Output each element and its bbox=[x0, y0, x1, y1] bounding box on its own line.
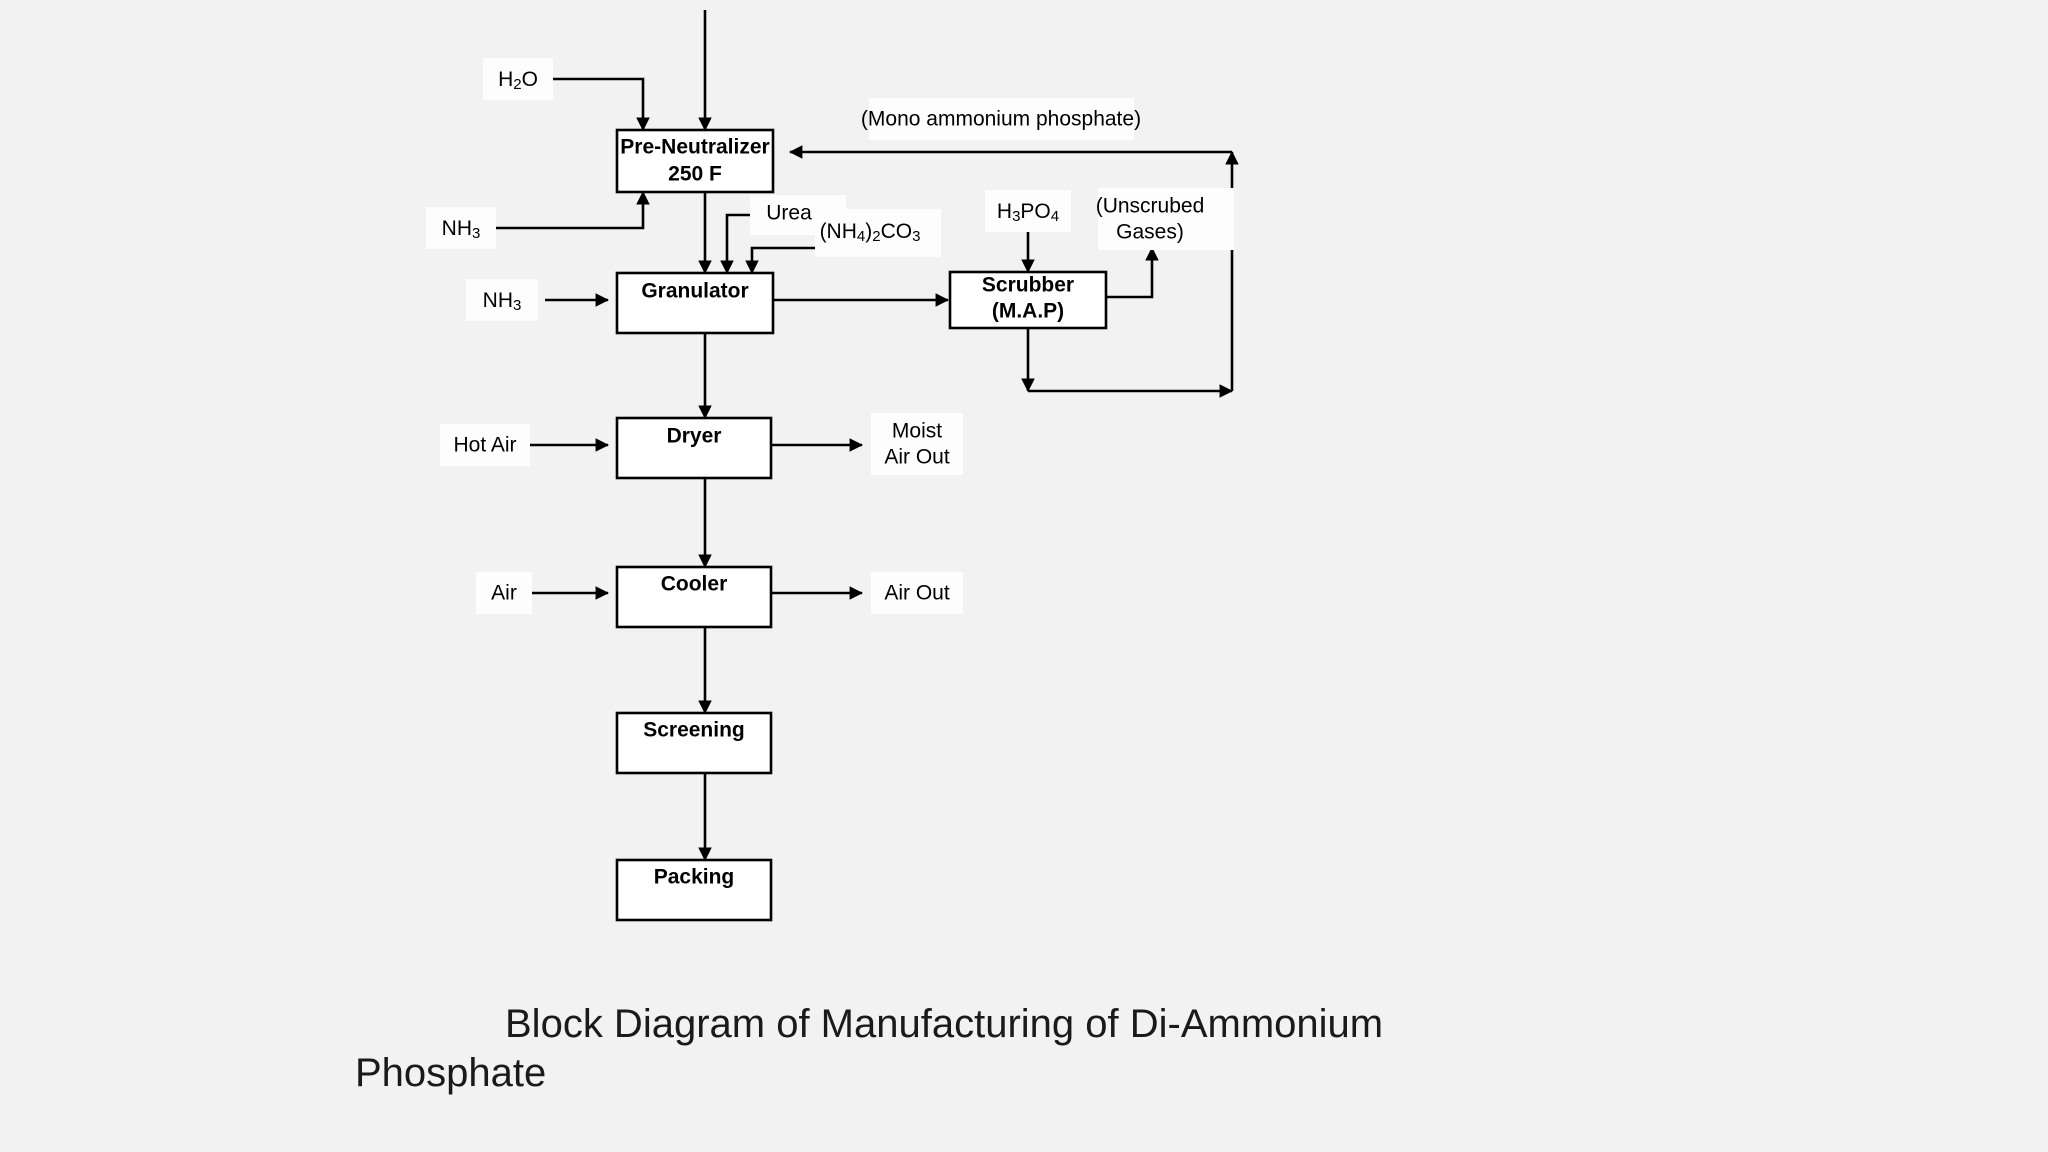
tag-plate-air bbox=[476, 572, 532, 614]
connector-ammonium-carbonate-to-granulator bbox=[745, 246, 820, 275]
process-box-screening[interactable] bbox=[615, 711, 773, 775]
label-air: Air bbox=[491, 582, 517, 605]
process-label-packing: Packing bbox=[654, 866, 735, 889]
label-nh3-preneutralizer: NH3 bbox=[442, 217, 481, 242]
process-label-scrubber-line2: (M.A.P) bbox=[992, 300, 1064, 323]
process-box-pre-neutralizer[interactable] bbox=[615, 128, 775, 194]
tag-plate-moist-air-out bbox=[871, 413, 963, 475]
connector-scrubber-to-unscrubed-gases bbox=[1107, 246, 1159, 299]
label-hot-air: Hot Air bbox=[453, 434, 516, 457]
tag-plate-mono-ammonium-phosphate bbox=[869, 98, 1134, 140]
process-label-cooler: Cooler bbox=[661, 573, 728, 596]
tag-plate-h2o bbox=[483, 58, 553, 100]
tag-plate-ammonium-carbonate bbox=[815, 209, 941, 257]
process-label-screening: Screening bbox=[643, 719, 745, 742]
label-urea: Urea bbox=[766, 202, 812, 225]
label-unscrubed-gases-line2: Gases) bbox=[1116, 221, 1184, 244]
label-h3po4: H3PO4 bbox=[997, 200, 1059, 225]
label-moist-air-out-line2: Air Out bbox=[884, 446, 950, 469]
label-air-out: Air Out bbox=[884, 582, 950, 605]
process-label-pre-neutralizer-line2: 250 F bbox=[668, 163, 722, 186]
tag-plate-unscrubed-gases bbox=[1098, 188, 1234, 250]
tag-plate-hot-air bbox=[440, 424, 530, 466]
process-box-scrubber[interactable] bbox=[948, 270, 1108, 330]
process-label-granulator: Granulator bbox=[641, 280, 748, 303]
label-mono-ammonium-phosphate: (Mono ammonium phosphate) bbox=[861, 108, 1141, 131]
label-moist-air-out-line1: Moist bbox=[892, 420, 942, 443]
tag-plate-air-out bbox=[871, 572, 963, 614]
tag-plate-nh3-granulator bbox=[466, 279, 538, 321]
process-label-pre-neutralizer-line1: Pre-Neutralizer bbox=[620, 136, 769, 159]
connector-h2o-to-preneutralizer bbox=[552, 77, 650, 132]
tag-plate-h3po4 bbox=[985, 190, 1071, 232]
label-unscrubed-gases-line1: (Unscrubed bbox=[1096, 195, 1205, 218]
process-box-cooler[interactable] bbox=[615, 565, 773, 629]
tag-plate-nh3-preneutralizer bbox=[426, 207, 496, 249]
label-h2o: H2O bbox=[498, 68, 538, 93]
process-box-dryer[interactable] bbox=[615, 416, 773, 480]
connector-nh3-to-preneutralizer bbox=[492, 190, 650, 230]
label-nh3-granulator: NH3 bbox=[483, 289, 522, 314]
process-box-granulator[interactable] bbox=[615, 271, 775, 335]
process-box-packing[interactable] bbox=[615, 858, 773, 922]
diagram-caption: Block Diagram of Manufacturing of Di-Amm… bbox=[355, 1002, 1384, 1095]
process-label-dryer: Dryer bbox=[667, 425, 722, 448]
process-label-scrubber-line1: Scrubber bbox=[982, 274, 1074, 297]
label-ammonium-carbonate: (NH4)2CO3 bbox=[820, 220, 921, 245]
